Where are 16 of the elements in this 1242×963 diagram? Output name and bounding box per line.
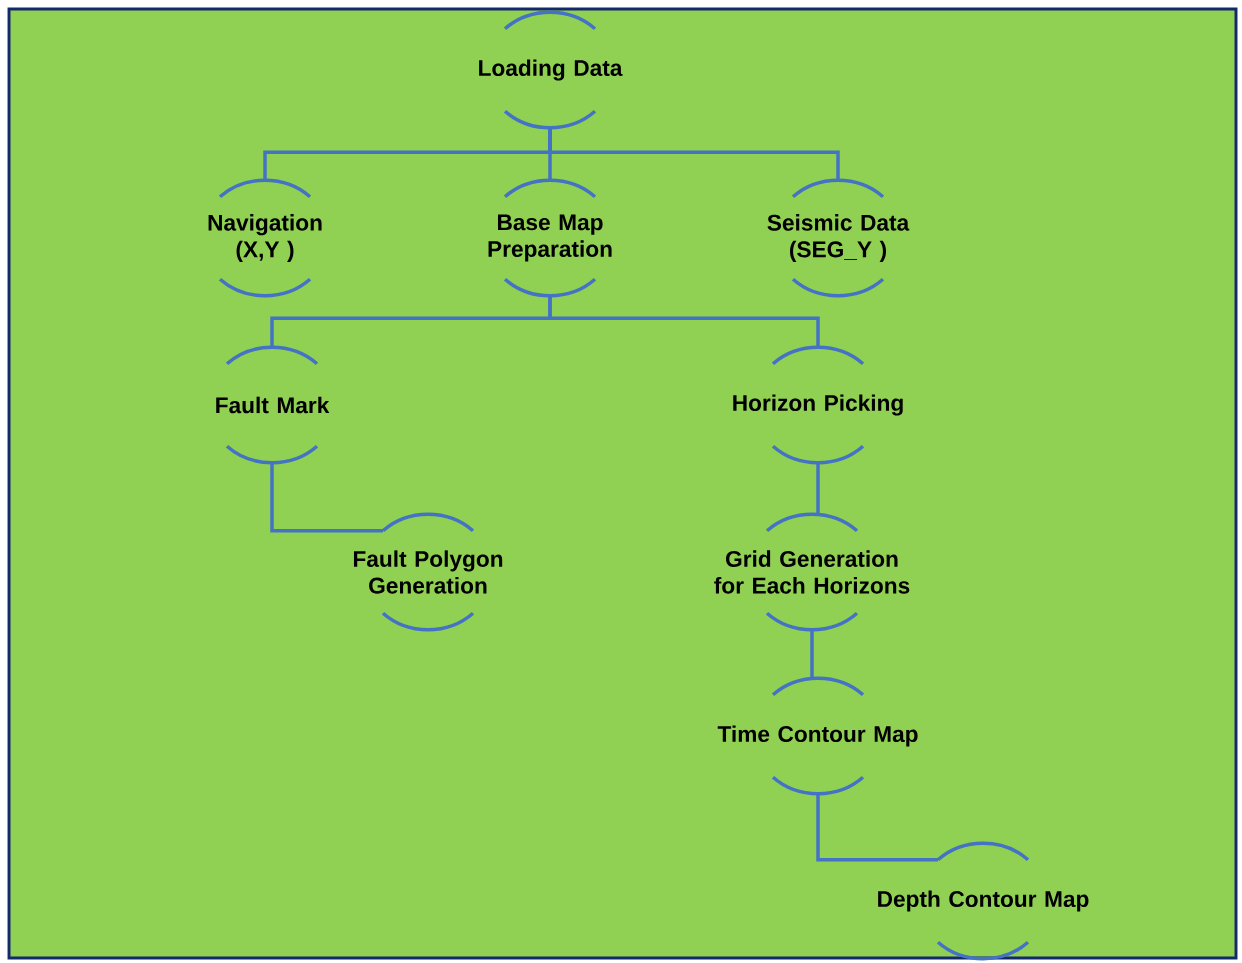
bracket-node: Fault Polygon Generation xyxy=(354,512,503,632)
bracket-node: Horizon Picking xyxy=(733,345,903,465)
connector-line xyxy=(270,463,383,533)
bracket-node: Depth Contour Map xyxy=(878,841,1089,961)
bracket-node: Seismic Data (SEG_Y ) xyxy=(767,178,910,298)
bracket-node: Loading Data xyxy=(479,10,623,130)
bracket-node: Time Contour Map xyxy=(717,676,918,796)
connector-line xyxy=(816,794,938,862)
bracket-node: Grid Generation for Each Horizons xyxy=(714,512,910,632)
connector-line xyxy=(548,296,820,347)
bracket-node: Fault Mark xyxy=(216,345,330,465)
connector-line xyxy=(816,463,820,514)
bracket-node: Base Map Preparation xyxy=(488,178,612,298)
bracket-node: Navigation (X,Y ) xyxy=(208,178,322,298)
connector-line xyxy=(810,630,814,678)
connector-line xyxy=(548,128,840,180)
